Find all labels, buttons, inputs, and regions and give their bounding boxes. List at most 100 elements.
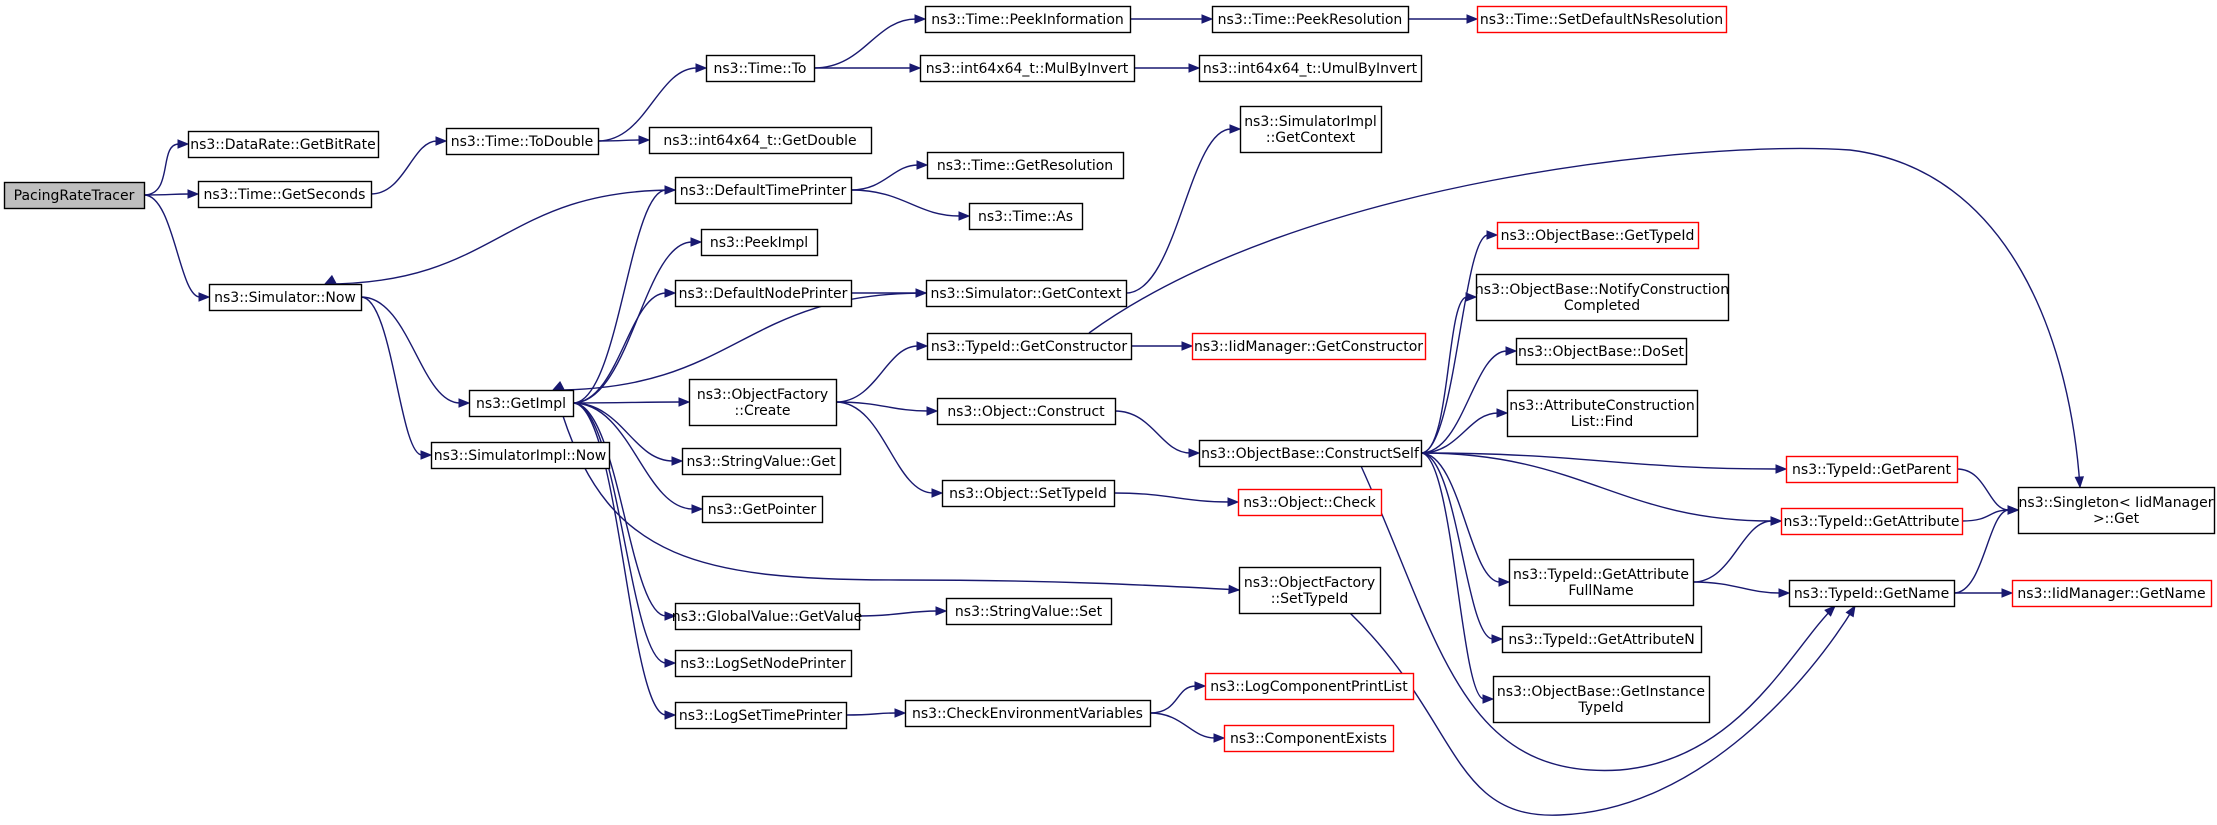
node-time-peek-resolution[interactable]: ns3::Time::PeekResolution [1211,5,1410,34]
node-time-to-double[interactable]: ns3::Time::ToDouble [445,127,600,156]
edge-object-base-construct-self-to-object-base-get-instance-type-id [1420,452,1495,704]
node-label: ns3::CheckEnvironmentVariables [912,706,1143,722]
node-box [945,597,1113,626]
node-check-environment-variables[interactable]: ns3::CheckEnvironmentVariables [904,699,1152,728]
node-object-base-do-set[interactable]: ns3::ObjectBase::DoSet [1515,337,1688,366]
node-time-to[interactable]: ns3::Time::To [705,54,816,83]
arrowhead [690,237,703,247]
node-default-time-printer[interactable]: ns3::DefaultTimePrinter [674,176,853,205]
node-type-id-get-constructor[interactable]: ns3::TypeId::GetConstructor [926,332,1133,361]
node-type-id-get-name[interactable]: ns3::TypeId::GetName [1788,579,1956,608]
node-time-set-default-ns-resolution[interactable]: ns3::Time::SetDefaultNsResolution [1476,5,1728,34]
node-type-id-get-parent[interactable]: ns3::TypeId::GetParent [1785,455,1959,484]
node-object-base-get-type-id[interactable]: ns3::ObjectBase::GetTypeId [1496,221,1700,250]
arrowhead [177,139,190,149]
arrowhead [691,504,704,514]
node-object-base-notify-construction-completed[interactable]: ns3::ObjectBase::NotifyConstructionCompl… [1475,273,1730,322]
node-global-value-get-value[interactable]: ns3::GlobalValue::GetValue [672,602,862,631]
node-box [1211,5,1410,34]
node-label: ns3::AttributeConstruction [1509,398,1694,414]
arrowhead [664,288,677,298]
node-data-rate-get-bit-rate[interactable]: ns3::DataRate::GetBitRate [187,130,380,159]
node-string-value-get[interactable]: ns3::StringValue::Get [681,447,842,476]
node-label: ns3::Simulator::Now [214,290,356,306]
node-box [1785,455,1959,484]
node-object-check[interactable]: ns3::Object::Check [1237,488,1383,517]
node-object-set-type-id[interactable]: ns3::Object::SetTypeId [941,479,1116,508]
node-time-get-seconds[interactable]: ns3::Time::GetSeconds [197,180,373,209]
edge-check-environment-variables-to-log-component-print-list [1149,681,1207,714]
node-label: ns3::Time::GetResolution [937,158,1113,174]
node-type-id-get-attribute-n[interactable]: ns3::TypeId::GetAttributeN [1501,625,1703,654]
node-log-set-time-printer[interactable]: ns3::LogSetTimePrinter [674,701,848,730]
node-object-factory-set-type-id[interactable]: ns3::ObjectFactory::SetTypeId [1238,566,1382,615]
node-log-component-print-list[interactable]: ns3::LogComponentPrintList [1204,672,1415,701]
node-int64x64-get-double[interactable]: ns3::int64x64_t::GetDouble [648,126,873,155]
node-string-value-set[interactable]: ns3::StringValue::Set [945,597,1113,626]
node-label: ns3::TypeId::GetName [1794,586,1949,602]
edge-get-impl-to-log-set-time-printer [572,402,677,720]
edge-time-to-double-to-time-to [597,63,708,142]
arrowhead [1482,694,1495,704]
node-simulator-impl-now[interactable]: ns3::SimulatorImpl::Now [430,441,611,470]
node-box [648,126,873,155]
node-label: ns3::ObjectBase::GetInstance [1497,684,1705,700]
node-box [1508,558,1695,607]
node-box [1237,488,1383,517]
node-object-factory-create[interactable]: ns3::ObjectFactory::Create [688,378,838,427]
node-label: ns3::IidManager::GetName [2017,586,2205,602]
node-singleton-get[interactable]: ns3::Singleton< IidManager>::Get [2017,486,2216,535]
node-label: ns3::TypeId::GetAttribute [1513,567,1689,583]
edge-type-id-get-attribute-full-name-to-type-id-get-attribute [1692,516,1783,583]
edge-get-impl-to-get-pointer [572,402,704,514]
node-pacing-rate-tracer[interactable]: PacingRateTracer [3,181,146,210]
node-label: ns3::ObjectBase::DoSet [1518,344,1684,360]
edge-type-id-get-name-to-iid-manager-get-name [1954,588,2014,598]
node-box [1204,672,1415,701]
node-simulator-get-context[interactable]: ns3::Simulator::GetContext [925,279,1128,308]
node-box [468,389,575,418]
node-label: ns3::ObjectFactory [1244,575,1375,591]
node-label: ns3::TypeId::GetConstructor [931,339,1127,355]
node-iid-manager-get-name[interactable]: ns3::IidManager::GetName [2011,579,2213,608]
node-type-id-get-attribute[interactable]: ns3::TypeId::GetAttribute [1780,507,1964,536]
edge-object-construct-to-object-base-construct-self [1114,410,1201,458]
node-time-peek-information[interactable]: ns3::Time::PeekInformation [924,5,1132,34]
edge-time-to-to-int64x64-mul-by-invert [814,63,922,73]
node-int64x64-umul-by-invert[interactable]: ns3::int64x64_t::UmulByInvert [1198,54,1423,83]
node-object-base-construct-self[interactable]: ns3::ObjectBase::ConstructSelf [1198,439,1423,468]
arrowhead [1486,230,1499,240]
node-get-pointer[interactable]: ns3::GetPointer [701,495,824,524]
edge-pacing-rate-tracer-to-data-rate-get-bit-rate [143,139,190,196]
node-peek-impl[interactable]: ns3::PeekImpl [700,228,819,257]
node-int64x64-mul-by-invert[interactable]: ns3::int64x64_t::MulByInvert [919,54,1136,83]
node-label: ns3::Object::SetTypeId [949,486,1107,502]
node-log-set-node-printer[interactable]: ns3::LogSetNodePrinter [674,649,853,678]
node-simulator-impl-get-context[interactable]: ns3::SimulatorImpl::GetContext [1239,105,1383,154]
arrowhead [1824,605,1836,617]
call-nodes: PacingRateTracer ns3::DataRate::GetBitRat… [3,5,2216,753]
node-get-impl[interactable]: ns3::GetImpl [468,389,575,418]
node-time-as[interactable]: ns3::Time::As [968,202,1084,231]
node-time-get-resolution[interactable]: ns3::Time::GetResolution [926,151,1125,180]
node-component-exists[interactable]: ns3::ComponentExists [1223,724,1395,753]
node-label: ns3::DefaultNodePrinter [679,286,848,302]
node-iid-manager-get-constructor[interactable]: ns3::IidManager::GetConstructor [1191,332,1427,361]
arrowhead [1188,448,1201,458]
node-default-node-printer[interactable]: ns3::DefaultNodePrinter [674,279,853,308]
node-label: FullName [1568,583,1633,599]
node-label: >::Get [2093,511,2140,527]
edge-simulator-now-to-simulator-impl-now [360,296,433,460]
edge-object-base-construct-self-to-type-id-get-attribute-full-name [1420,452,1511,587]
edge-get-impl-to-global-value-get-value [572,402,677,621]
edge-time-peek-resolution-to-time-set-default-ns-resolution [1408,14,1479,24]
edge-default-time-printer-to-time-get-resolution [850,160,929,191]
edge-simulator-get-context-to-get-impl [551,292,927,391]
edge-type-id-get-name-to-singleton-get [1953,505,2020,594]
node-simulator-now[interactable]: ns3::Simulator::Now [208,283,363,312]
node-object-construct[interactable]: ns3::Object::Construct [936,397,1117,426]
arrowhead [926,406,939,416]
